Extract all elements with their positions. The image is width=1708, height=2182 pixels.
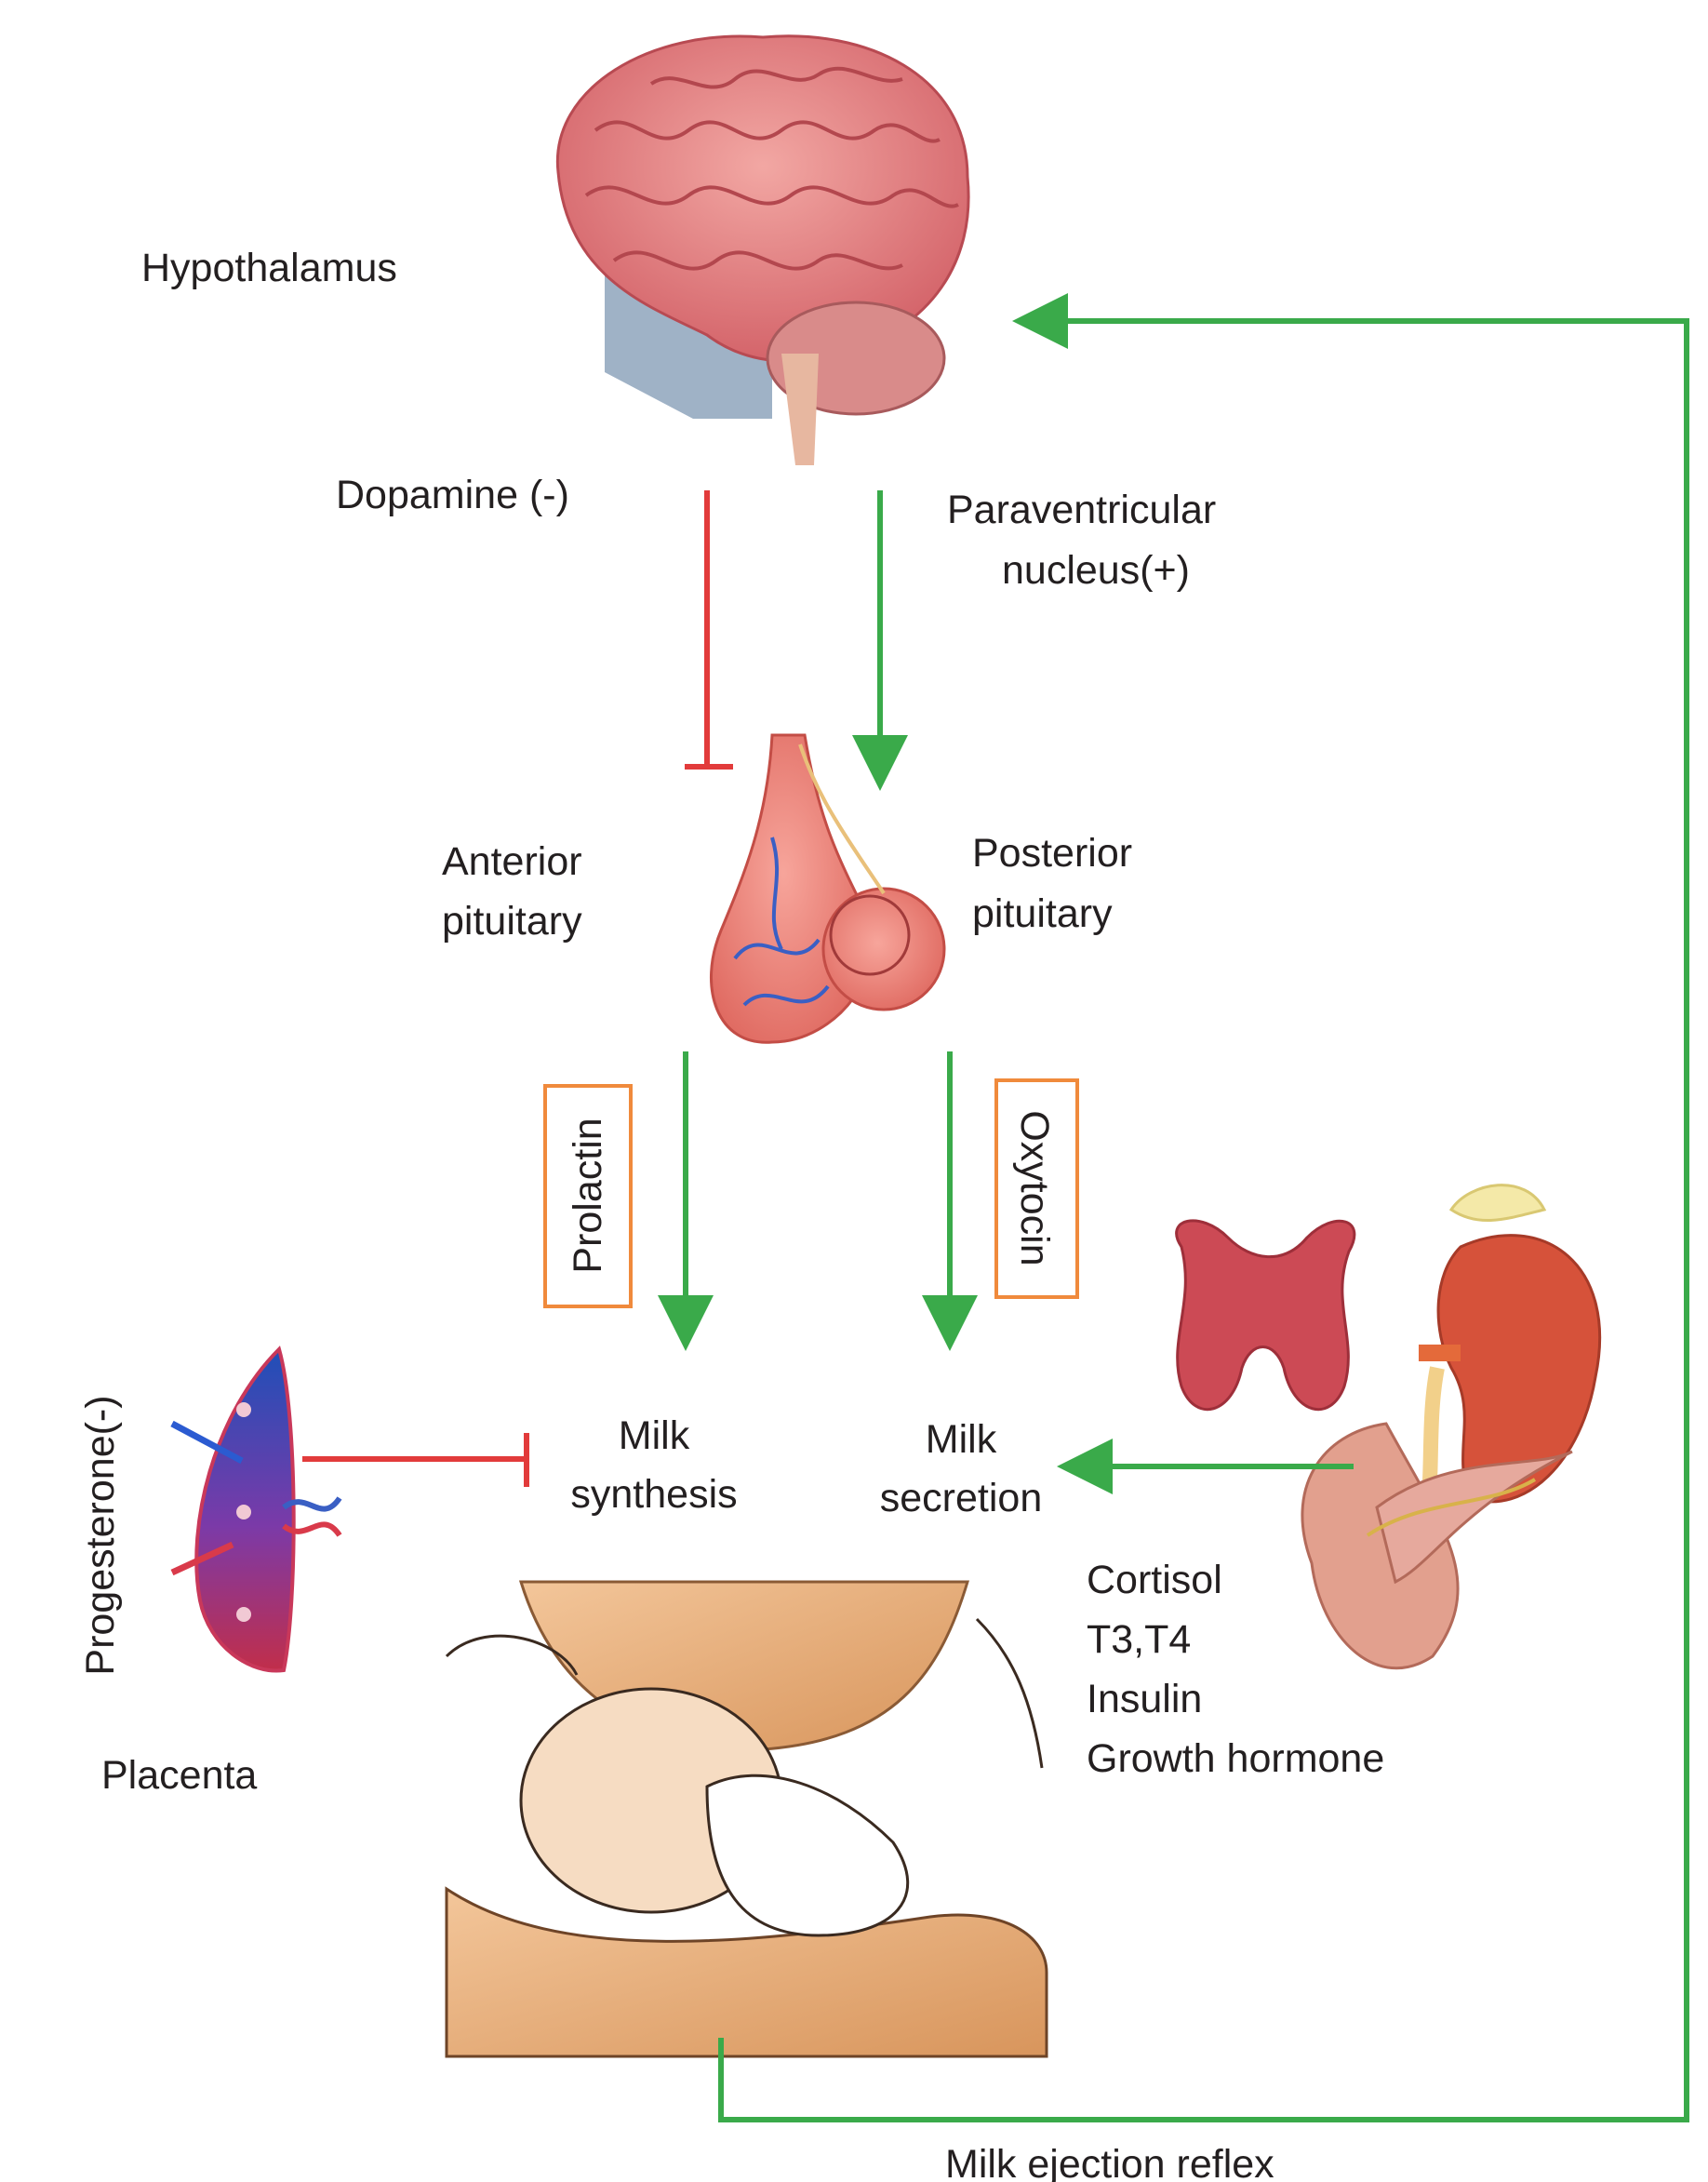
hormone-label-insulin: Insulin xyxy=(1087,1677,1202,1721)
hypothalamus-label: Hypothalamus xyxy=(141,246,397,290)
milk-secretion-label-line2: secretion xyxy=(880,1476,1042,1520)
kidney-adrenal-illustration xyxy=(1419,1185,1600,1507)
posterior-pituitary-label-line1: Posterior xyxy=(972,831,1132,876)
progesterone-inhibitory-line xyxy=(302,1433,527,1487)
anterior-pituitary-label-line2: pituitary xyxy=(442,899,582,944)
milk-synthesis-label-line1: Milk xyxy=(619,1413,690,1458)
milk-ejection-reflex-label: Milk ejection reflex xyxy=(945,2142,1274,2182)
posterior-pituitary-label-line2: pituitary xyxy=(972,891,1113,936)
paraventricular-label-line2: nucleus(+) xyxy=(1002,548,1190,593)
hormone-label-cortisol: Cortisol xyxy=(1087,1558,1222,1602)
placenta-illustration xyxy=(172,1349,340,1671)
paraventricular-label-line1: Paraventricular xyxy=(947,488,1216,532)
placenta-label: Placenta xyxy=(101,1753,257,1798)
breastfeeding-illustration xyxy=(447,1582,1047,2056)
oxytocin-label: Oxytocin xyxy=(1012,1110,1057,1265)
brain-illustration xyxy=(557,36,968,465)
progesterone-label: Progesterone(-) xyxy=(78,1395,123,1675)
milk-secretion-label-line1: Milk xyxy=(926,1417,997,1462)
hormone-label-t3-t4: T3,T4 xyxy=(1087,1617,1191,1662)
anterior-pituitary-label-line1: Anterior xyxy=(442,839,582,884)
milk-synthesis-label-line2: synthesis xyxy=(570,1472,737,1517)
prolactin-label: Prolactin xyxy=(566,1118,610,1273)
thyroid-illustration xyxy=(1177,1221,1354,1410)
hormone-label-growth-hormone: Growth hormone xyxy=(1087,1736,1384,1781)
dopamine-label: Dopamine (-) xyxy=(336,473,569,517)
pituitary-illustration xyxy=(711,735,944,1042)
dopamine-inhibitory-line xyxy=(685,490,733,767)
